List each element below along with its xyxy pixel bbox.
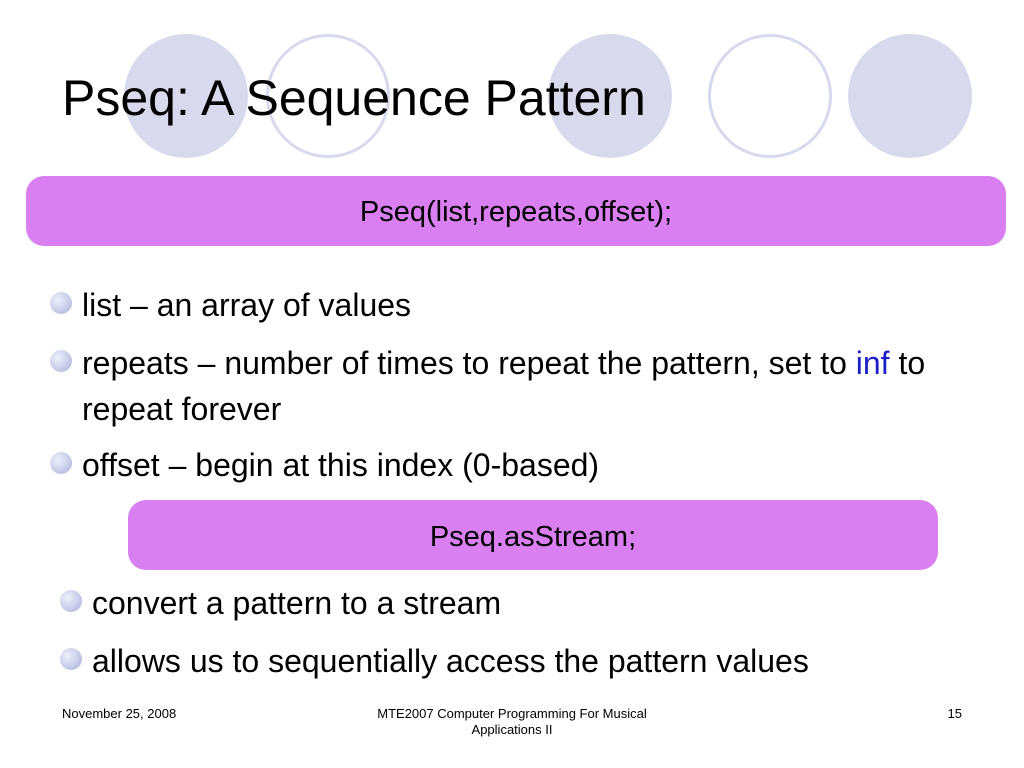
footer-date: November 25, 2008 [62, 706, 177, 721]
bullet-icon [50, 452, 72, 474]
bullet-icon [60, 648, 82, 670]
bullet-list-asstream: convert a pattern to a stream allows us … [56, 580, 1016, 696]
decor-circle-5 [848, 34, 972, 158]
keyword-inf: inf [855, 345, 890, 381]
bullet-text: allows us to sequentially access the pat… [92, 643, 809, 679]
footer-course-line-2: Applications II [471, 722, 553, 737]
decor-circle-4 [708, 34, 832, 158]
decor-circle-3 [548, 34, 672, 158]
bullet-text: convert a pattern to a stream [92, 585, 502, 621]
bullet-item-list: list – an array of values [46, 282, 986, 328]
bullet-item-repeats: repeats – number of times to repeat the … [46, 340, 986, 432]
decor-circle-2 [266, 34, 390, 158]
code-box-asstream: Pseq.asStream; [128, 500, 938, 570]
bullet-item-access: allows us to sequentially access the pat… [56, 638, 1016, 684]
bullet-item-convert: convert a pattern to a stream [56, 580, 1016, 626]
bullet-item-offset: offset – begin at this index (0-based) [46, 442, 986, 488]
decor-circle-1 [124, 34, 248, 158]
bullet-text: list – an array of values [82, 287, 412, 323]
bullet-text-after: to repeat forever [82, 345, 926, 427]
bullet-list-parameters: list – an array of values repeats – numb… [46, 282, 986, 500]
bullet-text-before: repeats – number of times to repeat the … [82, 345, 856, 381]
bullet-icon [50, 350, 72, 372]
footer-course: MTE2007 Computer Programming For Musical… [342, 706, 682, 738]
footer-page-number: 15 [947, 706, 962, 721]
footer-course-line-1: MTE2007 Computer Programming For Musical [377, 706, 647, 721]
bullet-icon [60, 590, 82, 612]
code-box-pseq-signature: Pseq(list,repeats,offset); [26, 176, 1006, 246]
bullet-text: offset – begin at this index (0-based) [82, 447, 600, 483]
slide-title: Pseq: A Sequence Pattern [62, 70, 646, 126]
bullet-icon [50, 292, 72, 314]
